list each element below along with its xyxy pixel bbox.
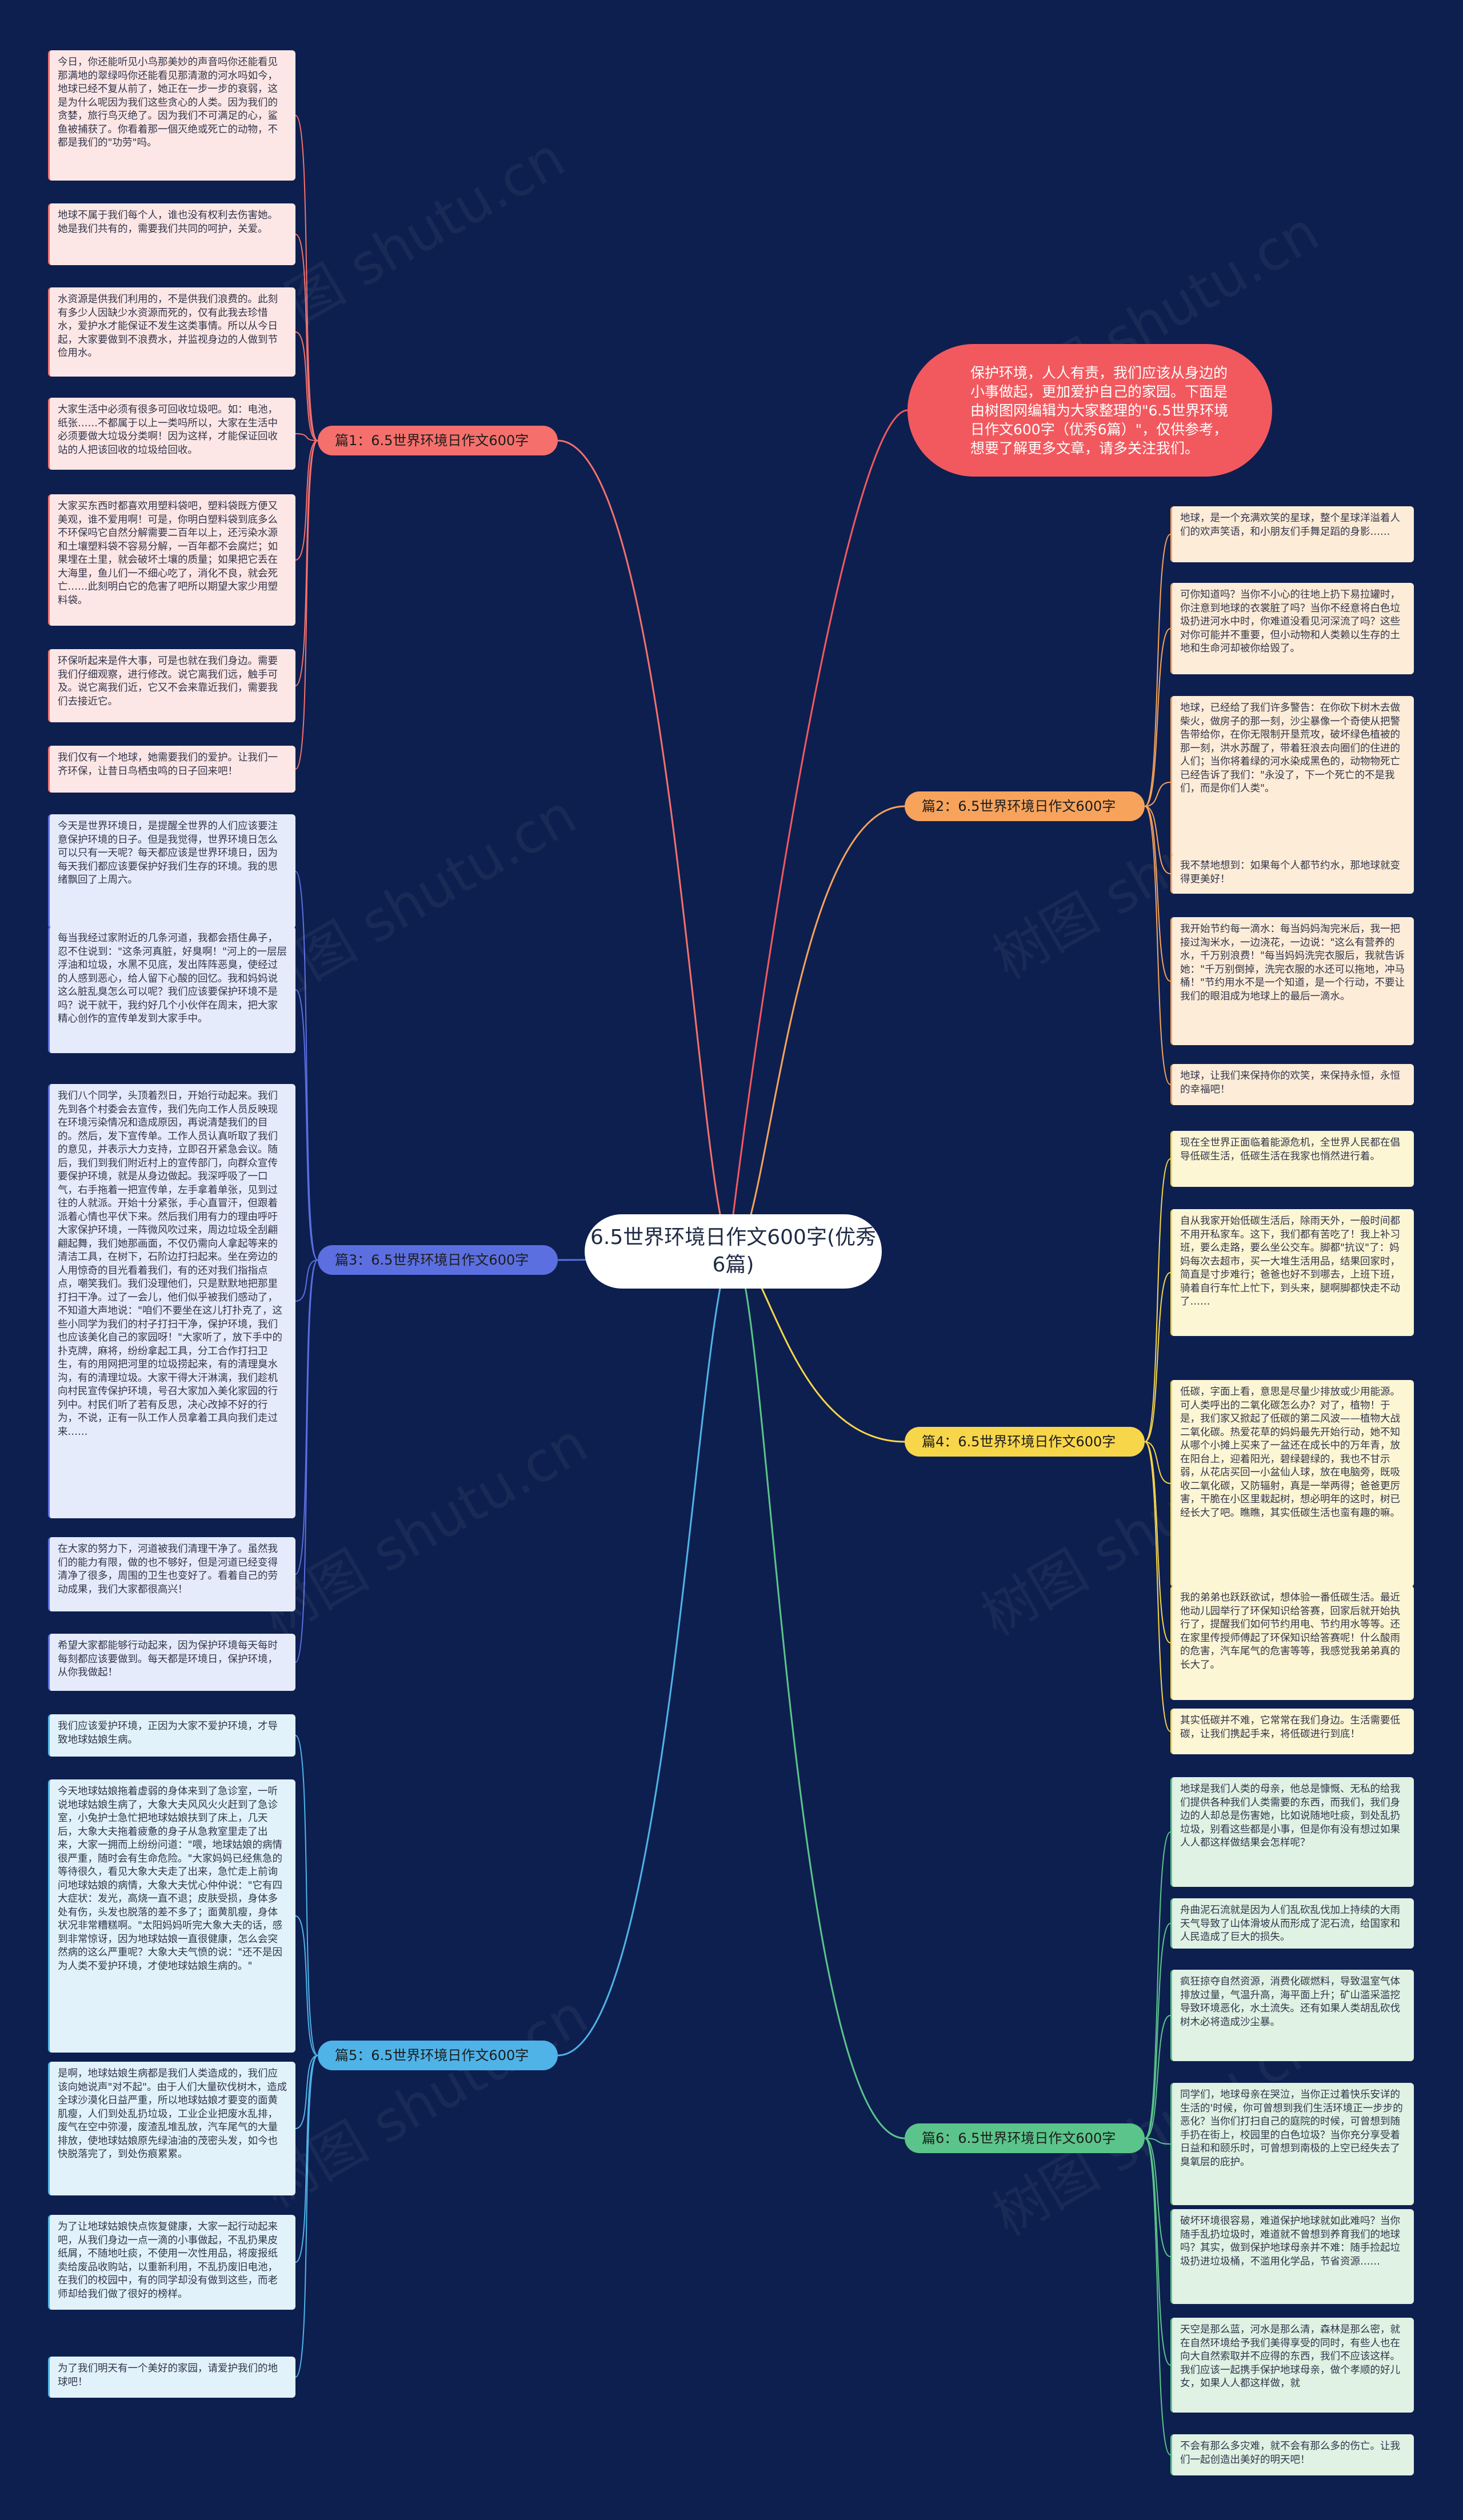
branch-topic-6[interactable]: 篇6：6.5世界环境日作文600字	[905, 2123, 1145, 2153]
connector-line	[295, 1915, 318, 2056]
connector-line	[1144, 534, 1171, 807]
branch-3-note: 今天是世界环境日，是提醒全世界的人们应该要注意保护环境的日子。但是我觉得，世界环…	[48, 814, 295, 929]
connector-line	[295, 2055, 318, 2378]
branch-6-note: 不会有那么多灾难，就不会有那么多的伤亡。让我们一起创造出美好的明天吧！	[1170, 2434, 1414, 2475]
connector-line	[1144, 1158, 1171, 1442]
connector-line	[295, 440, 318, 561]
branch-topic-3[interactable]: 篇3：6.5世界环境日作文600字	[318, 1245, 558, 1275]
branch-6-note: 地球是我们人类的母亲，他总是慷慨、无私的给我们提供各种我们人类需要的东西，而我们…	[1170, 1777, 1414, 1887]
branch-3-note: 在大家的努力下，河道被我们清理干净了。虽然我们的能力有限，做的也不够好，但是河道…	[48, 1537, 295, 1611]
connector-line	[1144, 1272, 1171, 1442]
branch-topic-2[interactable]: 篇2：6.5世界环境日作文600字	[905, 791, 1145, 821]
intro-summary: 保护环境，人人有责，我们应该从身边的小事做起，更加爱护自己的家园。下面是由树图网…	[908, 344, 1272, 477]
intro-text: 保护环境，人人有责，我们应该从身边的小事做起，更加爱护自己的家园。下面是由树图网…	[970, 364, 1229, 457]
connector-line	[295, 331, 318, 441]
branch-2-note: 地球，让我们来保持你的欢笑，来保持永恒，永恒的幸福吧！	[1170, 1064, 1414, 1105]
branch-1-note: 我们仅有一个地球，她需要我们的爱护。让我们一齐环保，让昔日鸟栖虫鸣的日子回来吧！	[48, 746, 295, 793]
connector-line	[1144, 806, 1171, 1085]
branch-5-note: 我们应该爱护环境，正因为大家不爱护环境，才导致地球姑娘生病。	[48, 1714, 295, 1757]
connector-line	[1144, 1441, 1171, 1643]
branch-3-note: 希望大家都能够行动起来，因为保护环境每天每时每刻都应该要做到。每天都是环境日，保…	[48, 1634, 295, 1691]
branch-1-note: 水资源是供我们利用的，不是供我们浪费的。此刻有多少人因缺少水资源而死的，仅有此我…	[48, 287, 295, 377]
connector-line	[557, 439, 734, 1253]
connector-line	[295, 1735, 318, 2056]
connector-line	[295, 1259, 318, 1663]
connector-line	[1144, 1923, 1171, 2139]
connector-line	[1144, 2138, 1171, 2455]
branch-1-note: 今日，你还能听见小鸟那美妙的声音吗你还能看见那满地的翠绿吗你还能看见那清澈的河水…	[48, 50, 295, 181]
branch-6-note: 同学们，地球母亲在哭泣，当你正过着快乐安详的生活的'时候，你可曾想到我们生活环境…	[1170, 2083, 1414, 2205]
branch-4-note: 现在全世界正面临着能源危机，全世界人民都在倡导低碳生活，低碳生活在我家也悄然进行…	[1170, 1131, 1414, 1187]
branch-3-note: 每当我经过家附近的几条河道，我都会捂住鼻子，忍不住说到："这条河真脏，好臭啊！"…	[48, 926, 295, 1053]
branch-2-note: 我不禁地想到：如果每个人都节约水，那地球就变得更美好！	[1170, 854, 1414, 894]
connector-line	[732, 409, 908, 1215]
branch-5-note: 为了我们明天有一个美好的家园，请爱护我们的地球吧！	[48, 2357, 295, 2398]
branch-1-note: 地球不属于我们每个人，谁也没有权利去伤害她。她是我们共有的，需要我们共同的呵护，…	[48, 203, 295, 265]
connector-line	[295, 115, 318, 441]
branch-4-note: 自从我家开始低碳生活后，除雨天外，一般时间都不用开私家车。这下，我们都有苦吃了！…	[1170, 1209, 1414, 1336]
connector-line	[295, 234, 318, 441]
connector-line	[1144, 2138, 1171, 2145]
branch-1-note: 大家生活中必须有很多可回收垃圾吧。如：电池，纸张……不都属于以上一类吗所以，大家…	[48, 398, 295, 470]
branch-4-note: 低碳，字面上看，意思是尽量少排放或少用能源。可人类呼出的二氧化碳怎么办？对了，植…	[1170, 1380, 1414, 1587]
central-topic-title: 6.5世界环境日作文600字(优秀6篇)	[590, 1226, 876, 1277]
branch-1-note: 大家买东西时都喜欢用塑料袋吧，塑料袋既方便又美观，谁不爱用啊！可是，你明白塑料袋…	[48, 494, 295, 626]
branch-6-note: 破坏环境很容易，难道保护地球就如此难吗？当你随手乱扔垃圾时，难道就不曾想到养育我…	[1170, 2209, 1414, 2304]
branch-5-note: 今天地球姑娘拖着虚弱的身体来到了急诊室，一听说地球姑娘生病了，大象大夫风风火火赶…	[48, 1779, 295, 2053]
branch-4-note: 其实低碳并不难，它常常在我们身边。生活需要低碳，让我们携起手来，将低碳进行到底！	[1170, 1709, 1414, 1754]
branch-3-note: 我们八个同学，头顶着烈日，开始行动起来。我们先到各个村委会去宣传，我们先向工作人…	[48, 1084, 295, 1518]
connector-line	[295, 989, 318, 1261]
connector-line	[1144, 806, 1171, 874]
connector-line	[1144, 2138, 1171, 2257]
connector-line	[1144, 1831, 1171, 2139]
branch-2-note: 地球，已经给了我们许多警告：在你砍下树木去做柴火，做房子的那一刻，沙尘暴像一个奇…	[1170, 696, 1414, 869]
connector-line	[295, 1259, 318, 1302]
connector-line	[295, 433, 318, 441]
branch-6-note: 舟曲泥石流就是因为人们乱砍乱伐加上持续的大雨天气导致了山体滑坡从而形成了泥石流，…	[1170, 1898, 1414, 1949]
connector-line	[295, 440, 318, 770]
branch-topic-1[interactable]: 篇1：6.5世界环境日作文600字	[318, 426, 558, 455]
connector-line	[295, 2055, 318, 2263]
branch-1-note: 环保听起来是件大事，可是也就在我们身边。需要我们仔细观察，进行修改。说它离我们远…	[48, 649, 295, 722]
connector-line	[1144, 2015, 1171, 2139]
branch-topic-4[interactable]: 篇4：6.5世界环境日作文600字	[905, 1427, 1145, 1457]
branch-6-note: 天空是那么蓝，河水是那么清，森林是那么密，就在自然环境给予我们美得享受的同时，有…	[1170, 2318, 1414, 2413]
connector-line	[1144, 2138, 1171, 2366]
connector-line	[295, 871, 318, 1261]
connector-line	[1144, 806, 1171, 982]
central-topic[interactable]: 6.5世界环境日作文600字(优秀6篇)	[585, 1214, 882, 1289]
connector-line	[295, 440, 318, 686]
connector-line	[295, 1259, 318, 1575]
branch-4-note: 我的弟弟也跃跃欲试，想体验一番低碳生活。最近他动儿园举行了环保知识给答赛，回家后…	[1170, 1586, 1414, 1700]
connector-line	[295, 2055, 318, 2129]
connector-line	[1144, 628, 1171, 807]
branch-topic-5[interactable]: 篇5：6.5世界环境日作文600字	[318, 2041, 558, 2070]
branch-2-note: 我开始节约每一滴水：每当妈妈淘完米后，我一把接过淘米水，一边浇花，一边说："这么…	[1170, 917, 1414, 1045]
branch-5-note: 是啊，地球姑娘生病都是我们人类造成的，我们应该向她说声"对不起"。由于人们大量砍…	[48, 2062, 295, 2195]
connector-line	[733, 1250, 905, 2139]
connector-line	[557, 1250, 734, 2057]
branch-2-note: 地球，是一个充满欢笑的星球，整个星球洋溢着人们的欢声笑语，和小朋友们手舞足蹈的身…	[1170, 506, 1414, 562]
branch-6-note: 疯狂掠夺自然资源，消费化碳燃料，导致温室气体排放过量，气温升高，海平面上升；矿山…	[1170, 1970, 1414, 2061]
connector-line	[1144, 782, 1171, 807]
connector-line	[1144, 1441, 1171, 1484]
branch-2-note: 可你知道吗？当你不小心的往地上扔下易拉罐时，你注意到地球的衣裳脏了吗？当你不经意…	[1170, 583, 1414, 674]
connector-line	[1144, 1441, 1171, 1732]
branch-5-note: 为了让地球姑娘快点恢复健康，大家一起行动起来吧，从我们身边一点一滴的小事做起，不…	[48, 2215, 295, 2310]
